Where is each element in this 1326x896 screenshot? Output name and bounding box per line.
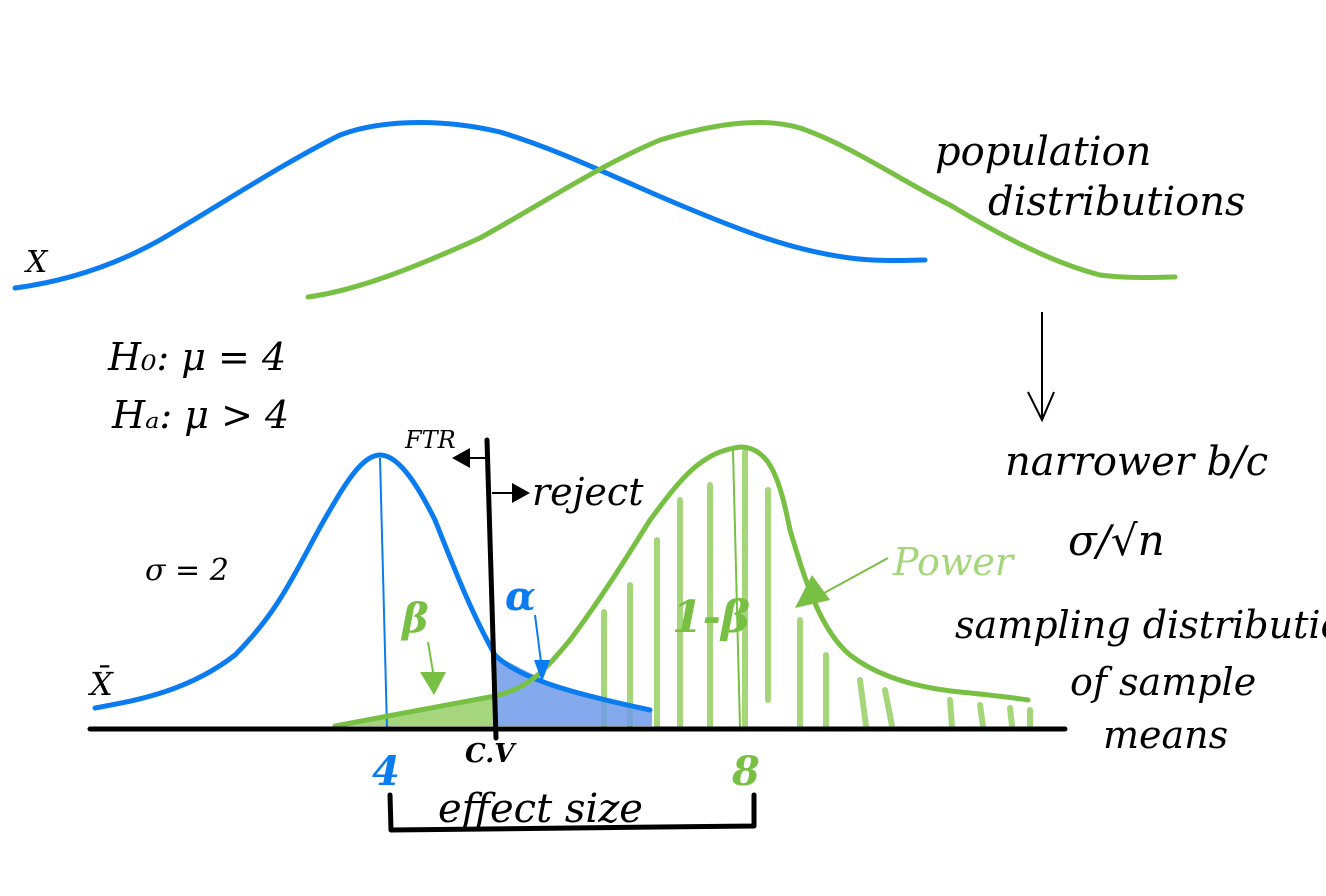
x-label-top: X [24, 245, 49, 280]
sigma-over-root-n: σ/√n [1068, 516, 1165, 565]
alpha-label: α [505, 573, 536, 620]
xbar-label: X̄ [87, 665, 114, 703]
reject-label: reject [532, 470, 644, 514]
alt-mean-line [732, 449, 741, 729]
power-label: Power [892, 540, 1016, 584]
null-hypothesis: H₀: μ = 4 [107, 335, 286, 379]
critical-value-line [484, 437, 499, 741]
sampling-alt-curve [332, 444, 1031, 729]
right-arrow-icon [492, 483, 530, 503]
sampling-dist-line3: means [1103, 713, 1228, 757]
sampling-dist-line1: sampling distribution [955, 603, 1326, 647]
population-label: population [935, 129, 1151, 175]
power-arrow-icon [795, 557, 889, 608]
one-minus-beta-label: 1-β [672, 592, 750, 643]
tick-label-critical-value: C.V [465, 739, 517, 769]
population-null-curve [12, 120, 928, 291]
effect-size-label: effect size [438, 786, 643, 832]
distributions-label: distributions [988, 179, 1246, 225]
tick-label-alt-mean: 8 [731, 748, 760, 795]
left-arrow-icon [452, 448, 487, 468]
null-mean-line [379, 457, 388, 729]
sigma-label: σ = 2 [145, 553, 229, 588]
alpha-region-shading [495, 655, 652, 726]
alt-hypothesis: Hₐ: μ > 4 [111, 393, 289, 437]
power-hatching [601, 449, 1033, 729]
ftr-label: FTR [404, 426, 456, 454]
beta-label: β [400, 595, 429, 642]
tick-label-null-mean: 4 [372, 748, 400, 795]
effect-size-bracket [387, 792, 757, 833]
sampling-dist-line2: of sample [1070, 660, 1256, 704]
alpha-arrow-icon [534, 614, 550, 682]
down-arrow-icon [1027, 312, 1055, 423]
beta-arrow-icon [420, 641, 446, 695]
narrower-note: narrower b/c [1005, 439, 1268, 485]
population-alt-curve [305, 119, 1178, 300]
